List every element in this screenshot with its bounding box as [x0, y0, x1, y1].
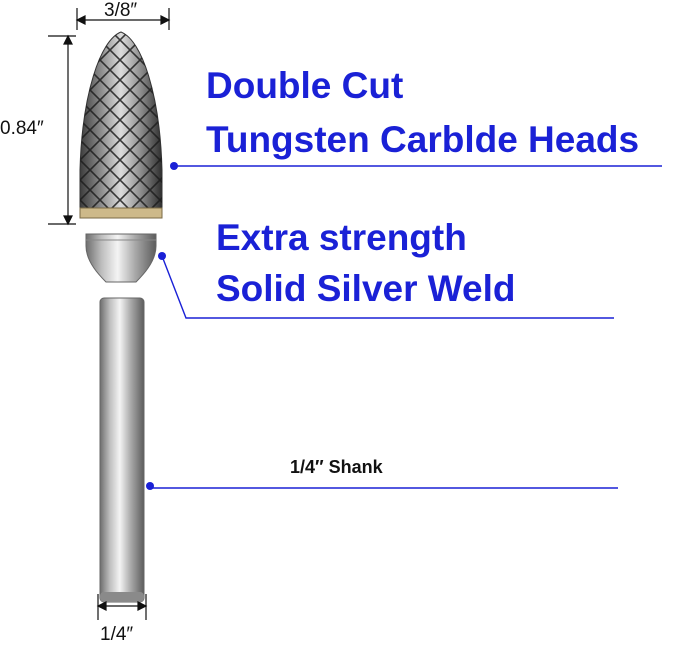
- leader-shank: [146, 482, 618, 490]
- head-length-label: 0.84″: [0, 118, 44, 139]
- dimension-shank-diameter: [96, 594, 148, 620]
- leader-head: [170, 162, 662, 170]
- head-callout-line2: Tungsten Carblde Heads: [206, 119, 640, 160]
- leader-weld: [158, 252, 614, 319]
- dimension-head-length: [48, 34, 76, 226]
- shank: [99, 297, 145, 603]
- weld-callout-line1: Extra strength: [216, 217, 467, 258]
- shank-callout-label: 1/4″ Shank: [290, 457, 383, 477]
- carbide-head: [79, 31, 163, 219]
- double-cut-flutes: [80, 32, 162, 214]
- weld-callout-line2: Solid Silver Weld: [216, 268, 516, 309]
- shank-diameter-label: 1/4″: [100, 624, 134, 645]
- dimension-head-diameter: [75, 8, 171, 30]
- silver-weld-neck: [85, 233, 157, 283]
- head-callout-line1: Double Cut: [206, 65, 404, 106]
- head-diameter-label: 3/8″: [104, 0, 138, 21]
